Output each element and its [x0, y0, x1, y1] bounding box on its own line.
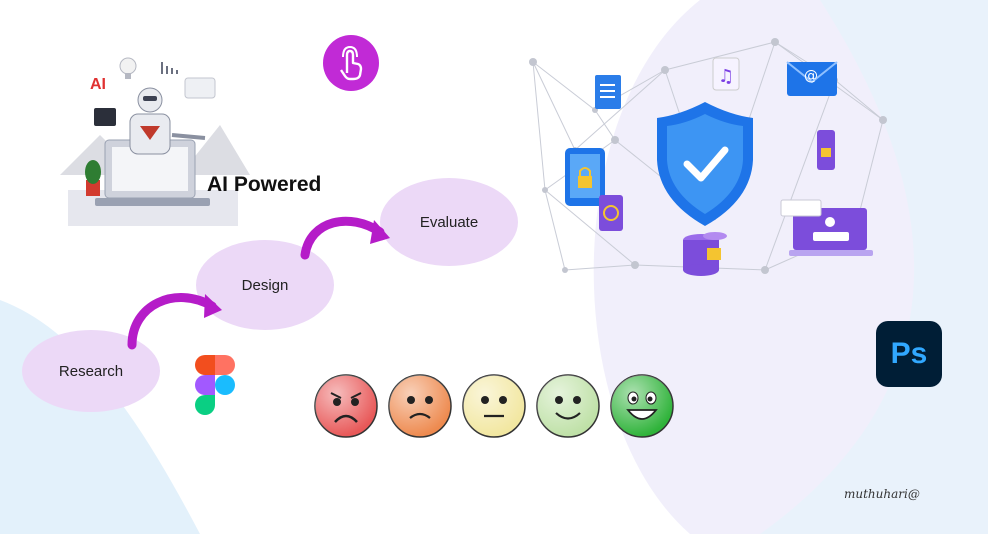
music-file-icon: ♫ — [712, 57, 740, 91]
unhappy-face-icon[interactable] — [388, 374, 452, 438]
laptop-login-icon — [780, 199, 873, 256]
fingerprint-icon — [599, 195, 623, 231]
step-design-label: Design — [241, 276, 289, 294]
rating-scale — [314, 374, 674, 438]
arrow-design-evaluate — [300, 216, 385, 260]
security-network-illustration: ♫ @ — [529, 38, 887, 276]
step-research-label: Research — [58, 362, 124, 380]
photoshop-icon: Ps — [876, 321, 942, 387]
email-icon: @ — [786, 61, 838, 96]
usb-lock-icon — [817, 130, 835, 170]
headline: AI Powered — [207, 173, 322, 196]
step-evaluate: Evaluate — [380, 178, 518, 266]
step-evaluate-label: Evaluate — [419, 213, 479, 231]
ai-badge: AI — [90, 76, 106, 93]
very-unhappy-face-icon[interactable] — [314, 374, 378, 438]
very-happy-face-icon[interactable] — [610, 374, 674, 438]
document-icon — [595, 75, 621, 109]
photoshop-label: Ps — [890, 337, 928, 370]
neutral-face-icon[interactable] — [462, 374, 526, 438]
arrow-research-design — [127, 293, 217, 350]
happy-face-icon[interactable] — [536, 374, 600, 438]
figma-icon — [195, 355, 235, 415]
signature: muthuhari@ — [844, 487, 920, 501]
ai-robot-illustration — [60, 57, 250, 226]
svg-text:@: @ — [804, 68, 818, 84]
step-design: Design — [196, 240, 334, 330]
database-lock-icon — [683, 232, 727, 276]
touch-icon[interactable] — [323, 35, 379, 91]
shield-check-icon — [657, 102, 753, 226]
phone-lock-icon — [565, 148, 605, 206]
svg-text:♫: ♫ — [718, 66, 734, 87]
step-research: Research — [22, 330, 160, 412]
